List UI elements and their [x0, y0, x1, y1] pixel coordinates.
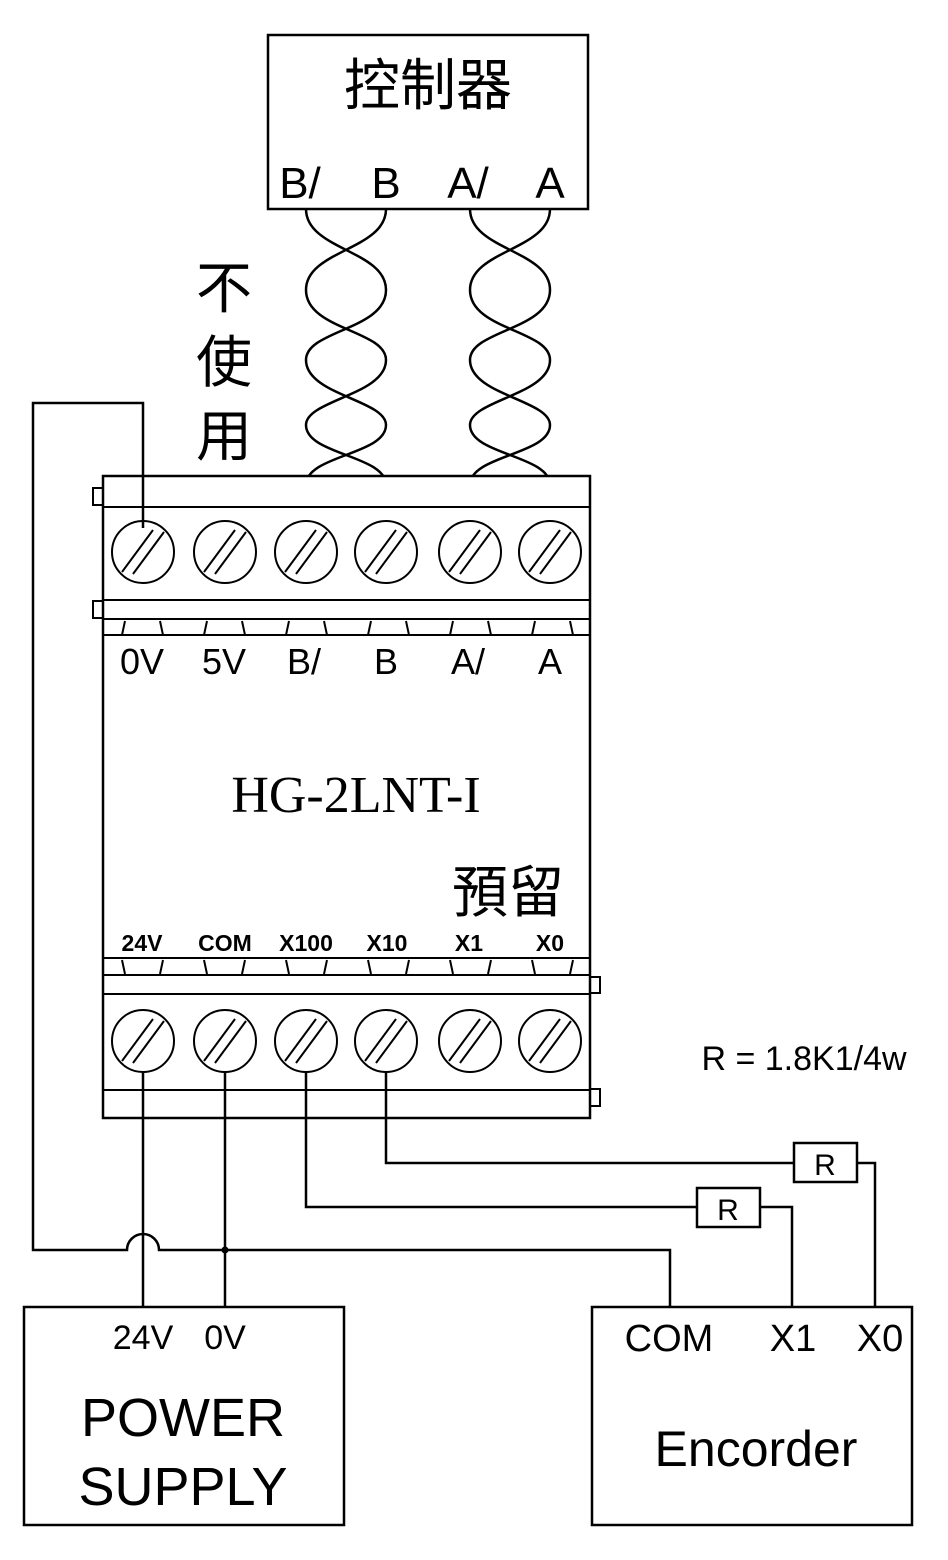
wire-x10-to-resistor — [384, 1072, 794, 1165]
controller-terminal-b-bar: B/ — [279, 159, 321, 208]
bottom-label-tabs — [121, 959, 574, 975]
wire-0v-to-encoder-com — [31, 401, 672, 1307]
wire-b-bar — [304, 208, 388, 525]
controller-block: 控制器 B/ B A/ A — [266, 33, 590, 211]
unused-note: 不 使 用 — [196, 259, 252, 469]
bottom-label-24v: 24V — [122, 930, 164, 956]
reserved-note: 預留 — [452, 863, 564, 925]
power-supply-block: 24V 0V POWER SUPPLY — [22, 1305, 346, 1527]
module-clip — [92, 487, 103, 506]
power-supply-title-1: POWER — [81, 1388, 285, 1448]
wire-x100-to-resistor — [304, 1072, 697, 1209]
top-label-0v: 0V — [120, 641, 164, 682]
screw-terminal-5v — [193, 520, 257, 584]
encoder-terminal-x1: X1 — [770, 1318, 816, 1360]
top-label-a: A — [538, 641, 562, 682]
bottom-terminal-labels: 24V COM X100 X10 X1 X0 — [122, 930, 565, 956]
resistor-upper: R — [792, 1141, 859, 1184]
top-label-tabs — [121, 620, 574, 636]
controller-terminal-a: A — [535, 159, 565, 208]
bottom-label-x10: X10 — [367, 930, 408, 956]
encoder-title: Encorder — [655, 1421, 858, 1477]
module-model: HG-2LNT-I — [231, 767, 480, 824]
controller-title: 控制器 — [344, 56, 512, 118]
bottom-label-com: COM — [198, 930, 252, 956]
top-terminal-labels: 0V 5V B/ B A/ A — [120, 641, 562, 682]
top-screws — [111, 520, 582, 584]
controller-terminal-b: B — [371, 159, 400, 208]
wire-b — [304, 208, 388, 525]
top-label-b-bar: B/ — [287, 641, 321, 682]
unused-note-char-3: 用 — [196, 407, 252, 469]
power-supply-title-2: SUPPLY — [78, 1457, 287, 1517]
resistor-lower-label: R — [717, 1194, 739, 1227]
wire-resistor-to-encoder-x1 — [760, 1205, 794, 1307]
top-label-b: B — [374, 641, 398, 682]
module-clip — [92, 600, 103, 619]
wire-a-bar — [468, 208, 552, 525]
encoder-box — [590, 1305, 914, 1527]
encoder-terminal-x0: X0 — [857, 1318, 903, 1360]
bottom-label-x100: X100 — [279, 930, 333, 956]
screw-terminal-b — [354, 520, 418, 584]
screw-terminal-24v — [111, 1009, 175, 1073]
controller-box — [266, 33, 590, 211]
controller-terminal-a-bar: A/ — [447, 159, 489, 208]
screw-terminal-x1 — [438, 1009, 502, 1073]
bottom-label-x0: X0 — [536, 930, 564, 956]
module-block: 0V 5V B/ B A/ A HG-2LNT-I 預留 24V COM X10… — [92, 474, 601, 1120]
module-body — [101, 474, 592, 1120]
screw-terminal-x0 — [518, 1009, 582, 1073]
top-label-a-bar: A/ — [451, 641, 485, 682]
power-terminal-0v: 0V — [204, 1319, 246, 1357]
screw-terminal-a-bar — [438, 520, 502, 584]
encoder-block: COM X1 X0 Encorder — [590, 1305, 914, 1527]
module-clip — [590, 1088, 601, 1107]
wire-a — [468, 208, 552, 525]
wire-resistor-to-encoder-x0 — [857, 1161, 877, 1307]
unused-note-char-2: 使 — [196, 333, 252, 395]
junction-dot — [221, 1246, 229, 1254]
screw-terminal-a — [518, 520, 582, 584]
encoder-terminal-com: COM — [625, 1318, 714, 1360]
resistor-lower: R — [695, 1186, 762, 1229]
module-clip — [590, 976, 601, 994]
unused-note-char-1: 不 — [196, 259, 252, 321]
power-terminal-24v: 24V — [113, 1319, 174, 1357]
power-supply-box — [22, 1305, 346, 1527]
twisted-pair-a — [468, 208, 552, 525]
twisted-pair-b — [304, 208, 388, 525]
top-label-5v: 5V — [202, 641, 246, 682]
screw-terminal-b-bar — [274, 520, 338, 584]
resistor-upper-label: R — [814, 1149, 836, 1182]
resistor-note: R = 1.8K1/4w — [701, 1040, 907, 1078]
bottom-label-x1: X1 — [455, 930, 483, 956]
